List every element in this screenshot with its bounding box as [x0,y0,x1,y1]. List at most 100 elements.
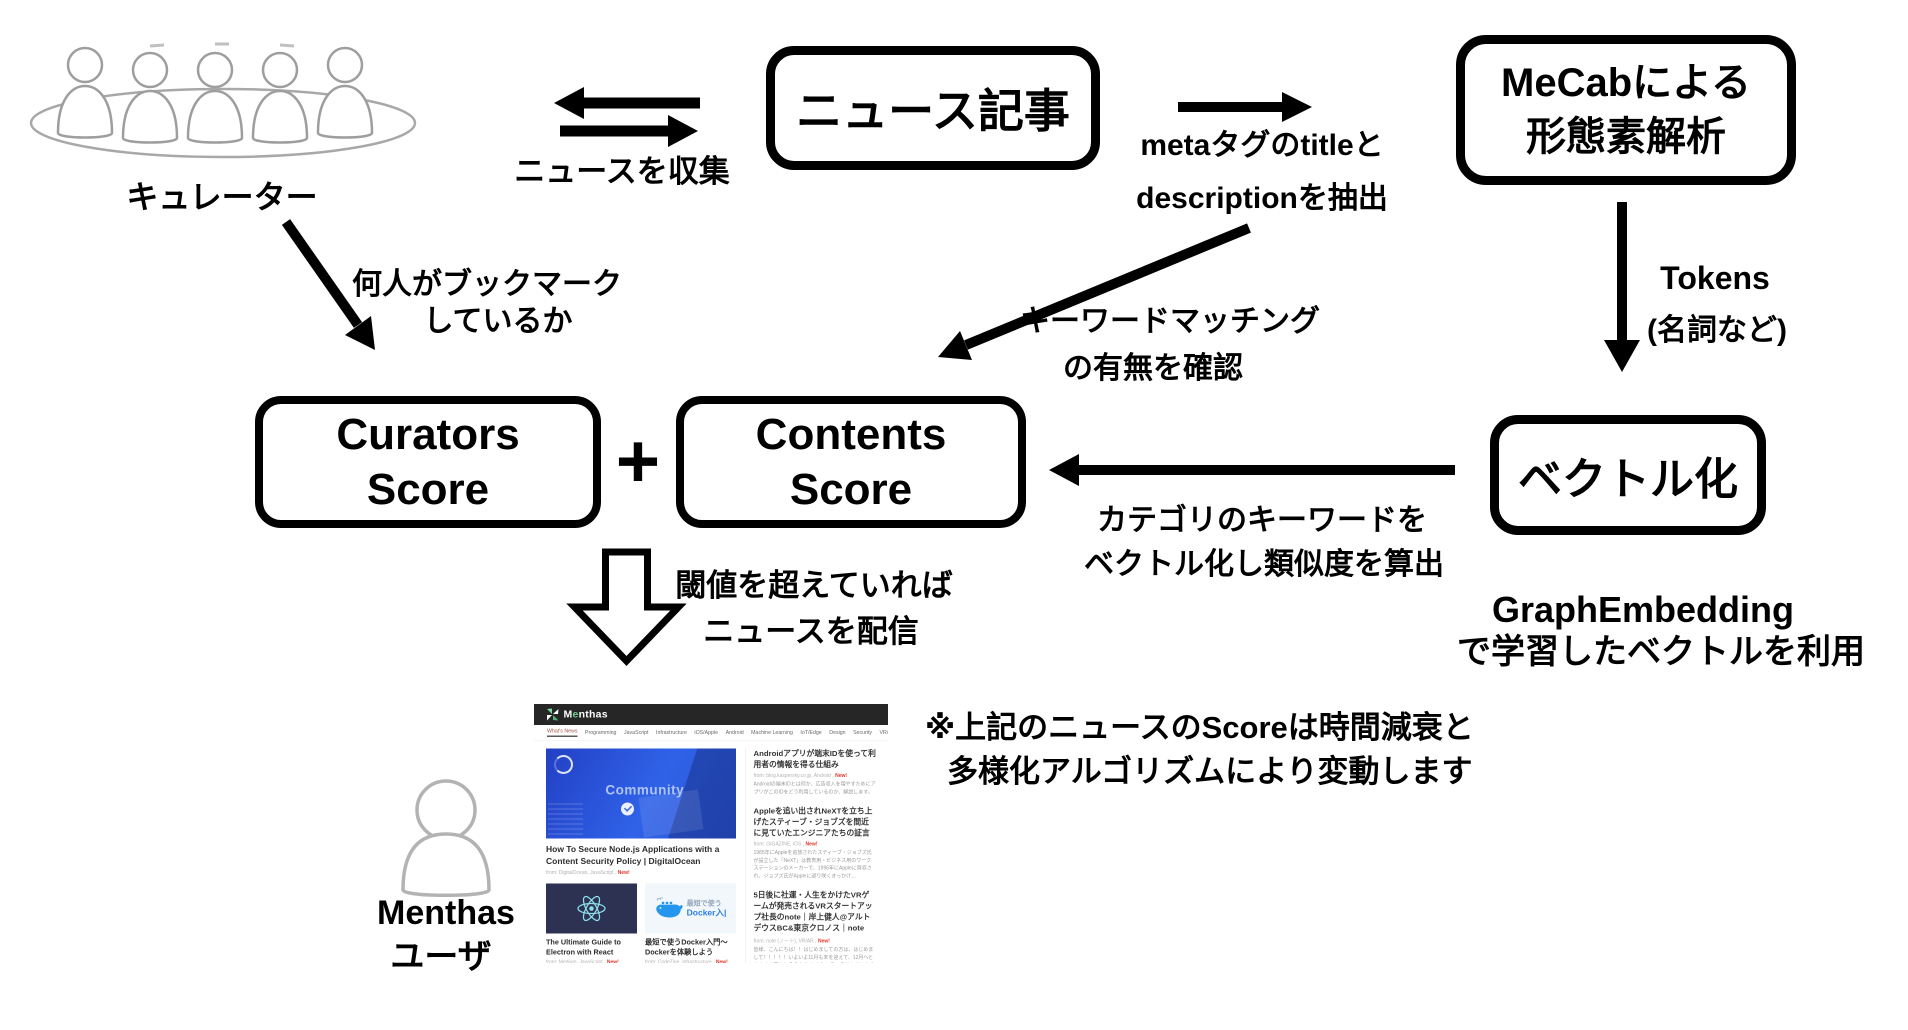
main-article-new-badge: New! [617,870,630,876]
article-title: Appleを追い出されNeXTを立ち上げたスティーブ・ジョブズを間近に見ていたエ… [753,807,873,838]
article-meta: from: GIGAZINE, iOS , New! [754,842,877,848]
keyword-match-arrow [938,223,1251,360]
article-new-badge: New! [835,773,848,779]
article-meta: from: blog.kaspersky.co.jp, Android , Ne… [754,773,877,779]
news-article-box-label: ニュース記事 [796,85,1070,137]
score-note-line1: ※上記のニュースのScoreは時間減衰と [925,710,1474,745]
user-label-line1: Menthas [377,894,515,932]
user-label-line2: ユーザ [390,938,492,976]
bookmark-line1: 何人がブックマーク [352,268,622,301]
mecab-box-line2: 形態素解析 [1526,115,1726,159]
electron-card-meta: from: Medium, JavaScript , New! [546,960,637,963]
curators-score-line2: Score [366,465,490,514]
deliver-arrow [566,548,687,667]
article-item: Appleを追い出されNeXTを立ち上げたスティーブ・ジョブズを間近に見ていたエ… [754,806,877,880]
news-article-box: ニュース記事 [766,46,1100,170]
nav-programming: Programming [584,729,617,736]
nav-whats-news: What's News [547,728,578,737]
docker-image-text1: 最短で使う [686,899,722,908]
nav-infrastructure: Infrastructure [656,729,687,736]
featured-column: Community How To Secure Node.js Applicat… [546,748,736,963]
article-source: from: GIGAZINE, iOS , [753,841,805,848]
whale-icon [656,897,683,918]
article-description: 1985年にAppleを追放されたスティーブ・ジョブズ氏が設立した「NeXT」は… [753,850,872,879]
tokens-line2: (名詞など) [1647,314,1787,347]
main-article-meta: from: DigitalOcean, JavaScript , New! [546,870,736,876]
article-list-column: Androidアプリが端末IDを使って利用者の情報を得る仕組み from: bl… [745,748,877,963]
hero-image: Community [546,748,736,839]
keyword-match-line2: の有無を確認 [1063,352,1243,385]
nav-ios-apple: iOS/Apple [694,729,719,736]
menthas-screenshot: Menthas What's News Programming JavaScri… [534,704,888,963]
plus-sign: + [615,419,661,504]
graph-embedding-line2: で学習したベクトルを利用 [1457,633,1865,671]
article-title: 5日後に社運・人生をかけたVRゲームが発売されるVRスタートアップ社長のnote… [753,891,873,933]
hero-community-text: Community [605,782,685,798]
logo-part-m: M [563,708,573,721]
vectorize-box: ベクトル化 [1490,415,1766,535]
collect-label: ニュースを収集 [514,154,730,189]
keyword-match-line1: キーワードマッチング [1020,305,1320,338]
curators-score-box: Curators Score [255,396,601,528]
logo-part-rest: nthas [578,708,608,721]
hero-logo-icon [554,755,573,774]
tokens-arrow [1604,202,1640,372]
nav-android: Android [725,729,744,736]
docker-card-image: 最短で使う Docker入| [645,883,736,934]
menthas-header: Menthas [534,704,888,725]
threshold-line2: ニュースを配信 [703,614,919,649]
bookmark-arrow [281,219,375,350]
menthas-logo-icon [547,708,559,721]
article-item: Androidアプリが端末IDを使って利用者の情報を得る仕組み from: bl… [754,749,877,797]
hero-decoration [548,799,583,835]
meta-extract-arrow [1178,92,1312,122]
docker-card-new-badge: New! [715,959,728,963]
article-description: 皆様、こんにちは！！はじめましての方は、はじめまして！！！！！いよいよ11月も末… [753,947,875,963]
menthas-logo-text: Menthas [564,709,608,721]
meta-extract-line1: metaタグのtitleと [1140,129,1384,162]
nav-security: Security [853,729,873,736]
contents-score-line1: Contents [755,410,947,459]
article-item: 5日後に社運・人生をかけたVRゲームが発売されるVRスタートアップ社長のnote… [754,890,877,963]
nav-machine-learning: Machine Learning [751,729,793,736]
electron-card-source: from: Medium, JavaScript , [546,959,606,963]
article-source: from: note (ノート), VR/AR , [753,938,817,945]
article-description: Androidの端末IDとは何か、広告収入を増やすためにアプリがこのIDをどう利… [753,781,876,795]
contents-score-box: Contents Score [676,396,1026,528]
docker-card-title: 最短で使うDocker入門～Dockerを体験しよう [645,938,728,957]
article-source: from: blog.kaspersky.co.jp, Android , [753,773,834,779]
electron-card-new-badge: New! [606,959,619,963]
meta-extract-line2: descriptionを抽出 [1136,182,1388,215]
vectorize-box-label: ベクトル化 [1518,455,1738,504]
article-new-badge: New! [805,841,818,848]
curators-label: キュレーター [126,179,318,215]
mecab-box-line1: MeCabによる [1501,61,1751,105]
docker-image-text2: Docker入| [686,908,727,918]
electron-card-title: The Ultimate Guide to Electron with Reac… [546,938,621,957]
article-meta: from: note (ノート), VR/AR , New! [754,937,877,945]
curators-score-line1: Curators [336,410,520,459]
article-title: Androidアプリが端末IDを使って利用者の情報を得る仕組み [753,749,876,770]
bookmark-line2: しているか [423,305,573,338]
nav-design: Design [829,729,846,736]
docker-card-source: from: CodeZine, Infrastructure , [645,959,715,963]
user-icon [401,779,491,897]
contents-score-line2: Score [789,465,913,514]
category-vector-line2: ベクトル化し類似度を算出 [1084,548,1444,581]
article-new-badge: New! [817,938,830,945]
category-vector-arrow [1049,454,1455,486]
card-docker: 最短で使う Docker入| 最短で使うDocker入門～Dockerを体験しよ… [645,883,736,963]
check-icon [621,802,634,816]
category-vector-line1: カテゴリのキーワードを [1097,504,1427,537]
nav-vr-ar: VR/AR [879,729,888,736]
logo-part-e: e [572,708,579,721]
tokens-line1: Tokens [1660,260,1770,296]
graph-embedding-line1: GraphEmbedding [1491,589,1795,630]
collect-news-arrows [554,87,700,147]
main-article-title: How To Secure Node.js Applications with … [546,844,720,867]
mecab-box: MeCabによる 形態素解析 [1456,35,1796,185]
main-article-source: from: DigitalOcean, JavaScript , [546,870,617,876]
atom-icon [577,896,606,922]
